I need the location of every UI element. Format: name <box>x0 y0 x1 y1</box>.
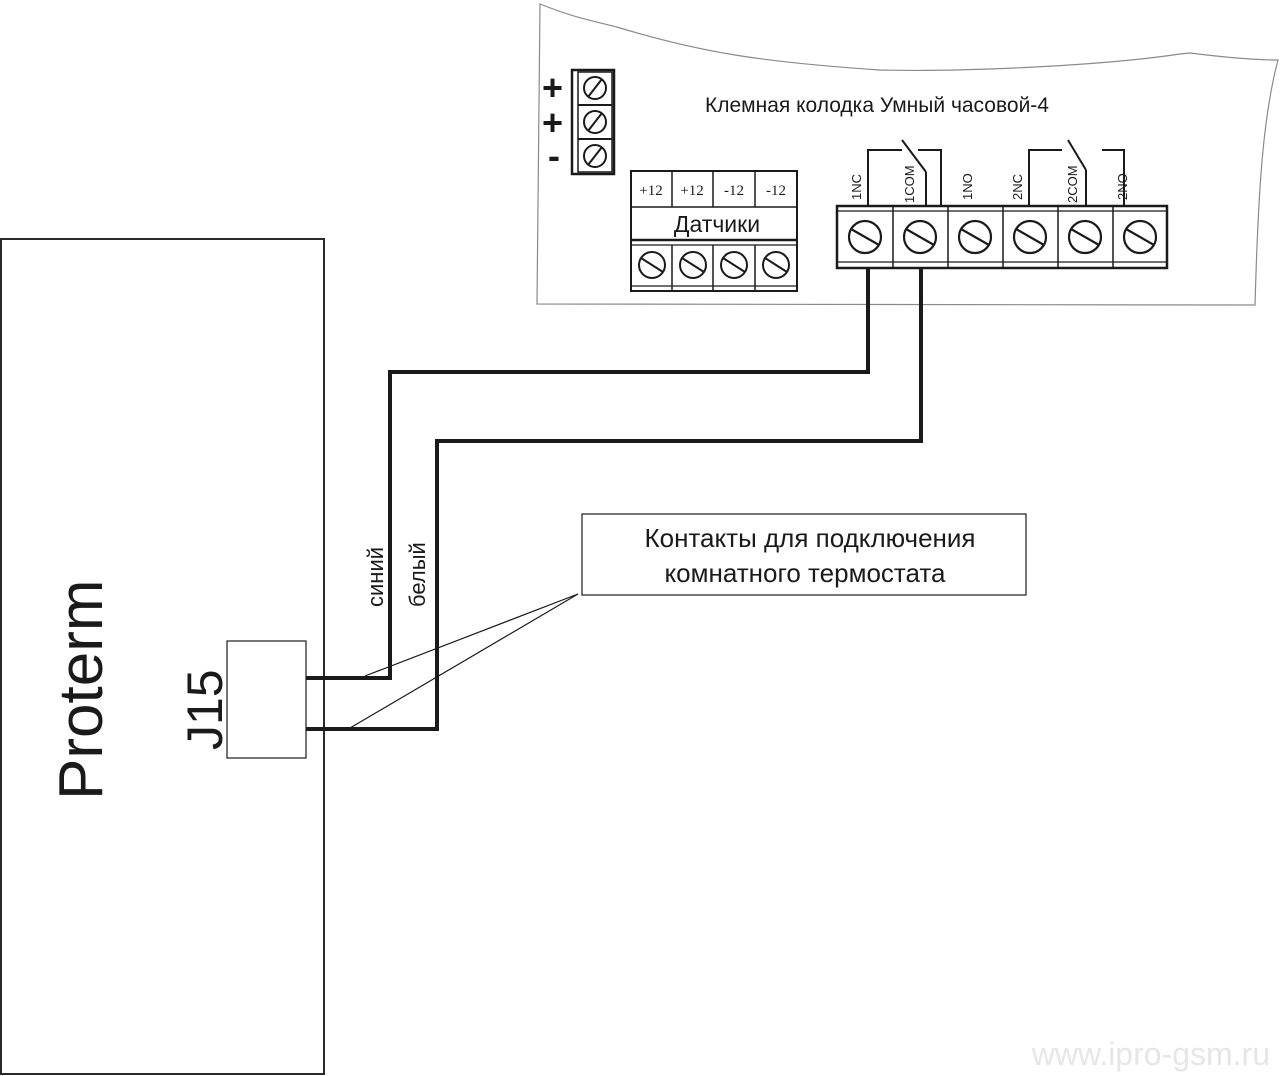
sensors-terminal-block: +12 +12 -12 -12 Датчики <box>630 170 798 292</box>
callout-line-1: Контакты для подключения <box>644 523 975 553</box>
relay-2-symbol <box>1028 139 1125 206</box>
j15-label: J15 <box>177 669 233 750</box>
screw-icon <box>1067 219 1103 255</box>
callout-leader-2 <box>349 593 579 729</box>
relay-terminal-label: 2NC <box>1010 174 1025 200</box>
power-terminal-block: + + - <box>542 67 616 176</box>
watermark: www.ipro-gsm.ru <box>1031 1036 1270 1072</box>
screw-icon <box>679 251 707 279</box>
relay-terminal-label: 2COM <box>1065 165 1080 203</box>
relay-terminal-label: 1NO <box>960 173 975 200</box>
j15-connector <box>226 640 307 759</box>
sensors-label: Датчики <box>674 211 760 237</box>
callout-line-2: комнатного термостата <box>664 558 946 588</box>
screw-icon <box>720 251 748 279</box>
sensor-terminal-label: -12 <box>724 183 744 199</box>
screw-icon <box>583 144 607 168</box>
relay-terminal-block: 1NC 1COM 1NO 2NC 2COM 2NO <box>835 139 1169 270</box>
screw-icon <box>762 251 790 279</box>
power-label-plus-1: + <box>542 67 563 108</box>
callout-leader-1 <box>364 593 579 677</box>
relay-terminal-label: 1NC <box>849 174 864 200</box>
power-label-minus: - <box>548 135 560 176</box>
sensor-terminal-label: -12 <box>766 183 786 199</box>
sensor-terminal-label: +12 <box>680 183 703 199</box>
wire-white <box>306 268 923 731</box>
sensor-terminal-label: +12 <box>639 183 662 199</box>
wire-blue <box>306 268 870 680</box>
screw-icon <box>638 251 666 279</box>
proterm-label: Proterm <box>47 580 116 800</box>
wire-blue-label: синий <box>363 547 388 607</box>
screw-icon <box>847 219 883 255</box>
relay-terminal-label: 1COM <box>902 165 917 203</box>
relay-terminal-label: 2NO <box>1115 173 1130 200</box>
module-title: Клемная колодка Умный часовой-4 <box>705 94 1049 117</box>
screw-icon <box>902 219 938 255</box>
screw-icon <box>583 76 607 100</box>
wire-white-label: белый <box>405 542 430 607</box>
screw-icon <box>957 219 993 255</box>
callout-box <box>581 513 1027 596</box>
relay-1-symbol <box>867 139 942 206</box>
screw-icon <box>1012 219 1048 255</box>
screw-icon <box>1122 219 1158 255</box>
power-label-plus-2: + <box>542 102 563 143</box>
screw-icon <box>583 110 607 134</box>
